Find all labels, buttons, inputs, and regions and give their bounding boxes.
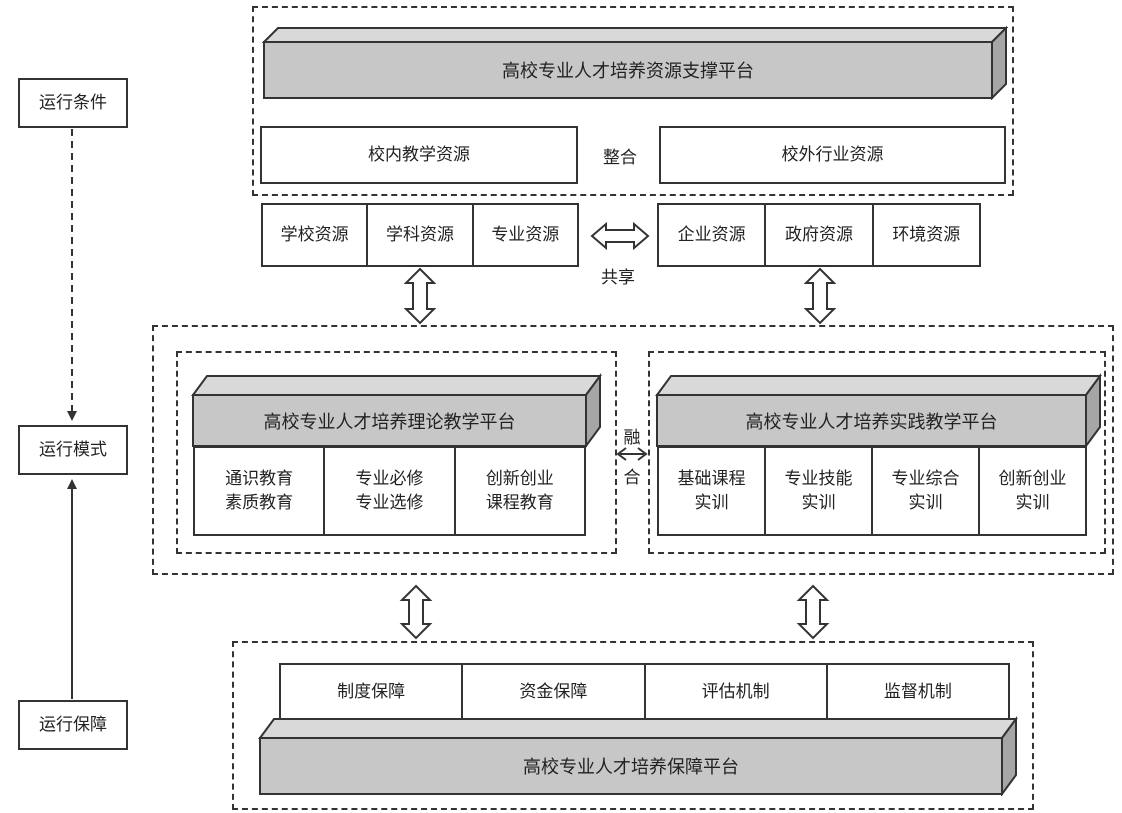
support-slab-shape — [262, 25, 1008, 100]
theory-platform-title: 高校专业人才培养理论教学平台 — [263, 411, 516, 433]
government-resource-cell: 政府资源 — [764, 205, 871, 265]
guarantee-platform-frame — [232, 641, 1034, 810]
share-label: 共享 — [601, 267, 635, 288]
guarantee-slab-shape — [258, 716, 1018, 796]
fund-guarantee-cell: 资金保障 — [461, 665, 643, 718]
run-mode-box: 运行模式 — [18, 425, 128, 475]
run-guarantee-box: 运行保障 — [18, 700, 128, 750]
discipline-resource-cell: 学科资源 — [366, 205, 471, 265]
major-courses-cell: 专业必修 专业选修 — [323, 448, 453, 534]
innovation-courses-cell: 创新创业 课程教育 — [453, 448, 584, 534]
industry-resources-row: 企业资源 政府资源 环境资源 — [657, 203, 981, 267]
basic-training-cell: 基础课程 实训 — [677, 469, 746, 513]
support-platform-slab: 高校专业人才培养资源支撑平台 — [262, 25, 1008, 100]
guarantee-platform-slab: 高校专业人才培养保障平台 — [258, 716, 1018, 796]
share-double-arrow — [590, 221, 650, 251]
support-platform-title: 高校专业人才培养资源支撑平台 — [502, 61, 754, 82]
run-mode-label: 运行模式 — [39, 440, 107, 460]
practice-platform-frame — [648, 351, 1106, 554]
practice-platform-slab: 高校专业人才培养实践教学平台 — [655, 373, 1102, 448]
fusion-label-top: 融 — [623, 427, 641, 448]
guarantee-platform-title: 高校专业人才培养保障平台 — [523, 757, 739, 778]
run-conditions-box: 运行条件 — [18, 78, 128, 128]
run-conditions-label: 运行条件 — [39, 93, 107, 113]
internal-resources-box: 校内教学资源 — [260, 126, 578, 184]
theory-to-guarantee-double-arrow — [399, 584, 433, 640]
guarantee-items-row: 制度保障 资金保障 评估机制 监督机制 — [279, 663, 1010, 720]
enterprise-resource-cell: 企业资源 — [677, 225, 746, 245]
teaching-platform-frame — [152, 325, 1114, 575]
environment-resource-cell: 环境资源 — [871, 205, 979, 265]
integrate-label: 整合 — [603, 147, 637, 168]
comprehensive-training-cell: 专业综合 实训 — [871, 448, 978, 534]
evaluation-mechanism-cell: 评估机制 — [643, 665, 826, 718]
theory-platform-frame — [176, 351, 617, 554]
external-resources-box: 校外行业资源 — [659, 126, 1006, 184]
major-resource-cell: 专业资源 — [471, 205, 577, 265]
school-resource-cell: 学校资源 — [280, 225, 349, 245]
practice-slab-shape — [655, 373, 1102, 448]
innovation-training-cell: 创新创业 实训 — [978, 448, 1085, 534]
skills-training-cell: 专业技能 实训 — [764, 448, 871, 534]
theory-items-row: 通识教育 素质教育 专业必修 专业选修 创新创业 课程教育 — [193, 446, 586, 536]
system-guarantee-cell: 制度保障 — [337, 681, 406, 702]
school-to-theory-double-arrow — [403, 267, 437, 325]
theory-platform-slab: 高校专业人才培养理论教学平台 — [191, 373, 602, 448]
practice-to-guarantee-double-arrow — [796, 584, 830, 640]
fusion-label-bottom: 合 — [623, 467, 641, 488]
industry-to-practice-double-arrow — [803, 267, 837, 325]
supervision-mechanism-cell: 监督机制 — [825, 665, 1008, 718]
practice-items-row: 基础课程 实训 专业技能 实训 专业综合 实训 创新创业 实训 — [657, 446, 1087, 536]
run-guarantee-label: 运行保障 — [39, 715, 107, 735]
school-resources-row: 学校资源 学科资源 专业资源 — [261, 203, 579, 267]
support-platform-frame — [252, 6, 1014, 196]
internal-resources-label: 校内教学资源 — [368, 145, 470, 165]
general-education-cell: 通识教育 素质教育 — [225, 469, 294, 513]
external-resources-label: 校外行业资源 — [781, 145, 884, 165]
practice-platform-title: 高校专业人才培养实践教学平台 — [745, 411, 998, 433]
